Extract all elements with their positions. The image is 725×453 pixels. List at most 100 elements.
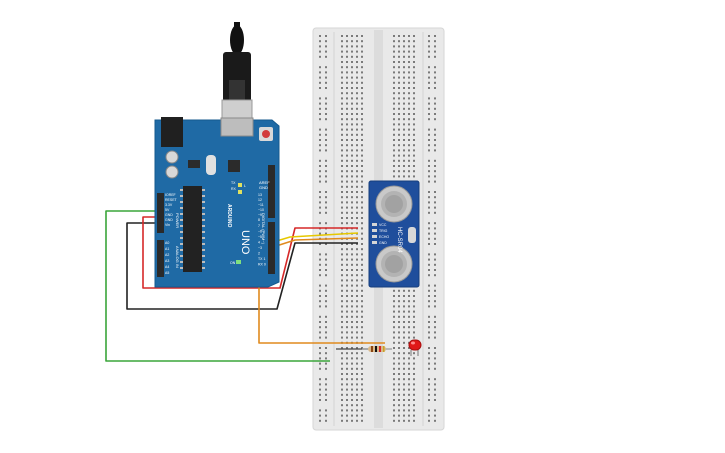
breadboard-hole <box>361 253 363 256</box>
breadboard-hole <box>361 175 363 178</box>
breadboard-hole <box>341 196 343 199</box>
breadboard-hole <box>413 352 415 355</box>
breadboard-hole <box>361 367 363 370</box>
gnd-label: GND <box>259 185 268 190</box>
sensor-pin-label: ECHO <box>379 235 389 239</box>
breadboard-hole <box>408 373 410 375</box>
breadboard-rail-hole <box>325 274 327 277</box>
breadboard-hole <box>408 55 410 58</box>
breadboard-hole <box>341 357 343 360</box>
breadboard-rail-hole <box>434 399 436 401</box>
breadboard-hole <box>393 87 395 89</box>
breadboard-rail-hole <box>428 321 430 323</box>
breadboard-hole <box>341 154 343 157</box>
breadboard-hole <box>413 66 415 69</box>
breadboard-hole <box>341 279 343 282</box>
breadboard-hole <box>413 118 415 121</box>
breadboard-hole <box>393 139 395 141</box>
breadboard-hole <box>356 139 358 141</box>
breadboard-rail-hole <box>434 175 436 178</box>
breadboard-hole <box>346 243 348 245</box>
breadboard-hole <box>408 362 410 365</box>
breadboard-hole <box>398 102 400 105</box>
breadboard-hole <box>351 310 353 313</box>
breadboard-hole <box>351 399 353 401</box>
breadboard-hole <box>356 201 358 204</box>
breadboard-hole <box>341 71 343 74</box>
breadboard-hole <box>356 274 358 277</box>
power-label: POWER <box>175 213 180 228</box>
breadboard-hole <box>351 66 353 69</box>
breadboard-hole <box>351 61 353 63</box>
breadboard-hole <box>393 289 395 292</box>
breadboard-hole <box>356 170 358 173</box>
breadboard-rail-hole <box>325 76 327 79</box>
l-label: L <box>244 184 246 188</box>
breadboard-hole <box>341 50 343 53</box>
breadboard-hole <box>356 71 358 74</box>
breadboard-hole <box>346 175 348 178</box>
digital-label: DIGITAL (PWM~) <box>261 213 266 245</box>
breadboard-hole <box>341 118 343 121</box>
breadboard-hole <box>361 201 363 204</box>
breadboard-hole <box>398 383 400 386</box>
breadboard-hole <box>408 133 410 136</box>
breadboard-hole <box>356 243 358 245</box>
breadboard-rail-hole <box>434 97 436 100</box>
breadboard-hole <box>361 76 363 79</box>
breadboard-hole <box>393 97 395 100</box>
breadboard-hole <box>413 399 415 401</box>
breadboard-hole <box>361 165 363 167</box>
breadboard-rail-hole <box>325 97 327 100</box>
chip-pin <box>202 219 205 221</box>
sensor-pin-label: GND <box>379 241 387 245</box>
breadboard-rail-hole <box>319 50 321 53</box>
digital-pin-label: ~6 <box>258 230 262 234</box>
breadboard-hole <box>408 76 410 79</box>
breadboard-rail-hole <box>319 399 321 401</box>
breadboard-hole <box>403 159 405 162</box>
breadboard-hole <box>398 107 400 110</box>
chip-pin <box>180 201 183 203</box>
breadboard-rail-hole <box>434 326 436 329</box>
breadboard-rail-hole <box>325 383 327 386</box>
arduino-uno: ARDUINO UNO DIGITAL (PWM~) POWER ANALOG … <box>154 117 280 288</box>
breadboard-rail-hole <box>319 133 321 136</box>
breadboard-hole <box>351 326 353 329</box>
breadboard-rail-hole <box>434 45 436 48</box>
breadboard-hole <box>361 45 363 48</box>
breadboard-rail-hole <box>434 362 436 365</box>
breadboard-hole <box>408 409 410 412</box>
breadboard-hole <box>341 123 343 126</box>
breadboard-hole <box>356 393 358 396</box>
breadboard-rail-hole <box>428 128 430 131</box>
breadboard-rail-hole <box>325 191 327 193</box>
digital-pin-label: 7 <box>258 224 260 228</box>
breadboard-hole <box>403 357 405 360</box>
breadboard-rail-hole <box>434 336 436 339</box>
breadboard-rail-hole <box>434 87 436 89</box>
breadboard-rail-hole <box>428 367 430 370</box>
breadboard-hole <box>351 107 353 110</box>
breadboard-hole <box>356 258 358 261</box>
breadboard-rail-hole <box>319 102 321 105</box>
breadboard-hole <box>398 419 400 422</box>
breadboard-hole <box>361 102 363 105</box>
breadboard-rail-hole <box>434 55 436 58</box>
breadboard-hole <box>413 113 415 115</box>
breadboard-hole <box>346 118 348 121</box>
breadboard-rail-hole <box>319 253 321 256</box>
breadboard-hole <box>346 191 348 193</box>
breadboard-hole <box>408 347 410 349</box>
breadboard-hole <box>356 289 358 292</box>
breadboard-rail-hole <box>428 113 430 115</box>
breadboard-rail-hole <box>325 253 327 256</box>
digital-pin-label: TX 1 <box>258 257 265 261</box>
breadboard-hole <box>393 383 395 386</box>
breadboard-rail-hole <box>319 331 321 334</box>
breadboard-hole <box>398 55 400 58</box>
breadboard-hole <box>346 97 348 100</box>
breadboard-hole <box>361 269 363 271</box>
breadboard-hole <box>361 331 363 334</box>
breadboard-hole <box>341 310 343 313</box>
